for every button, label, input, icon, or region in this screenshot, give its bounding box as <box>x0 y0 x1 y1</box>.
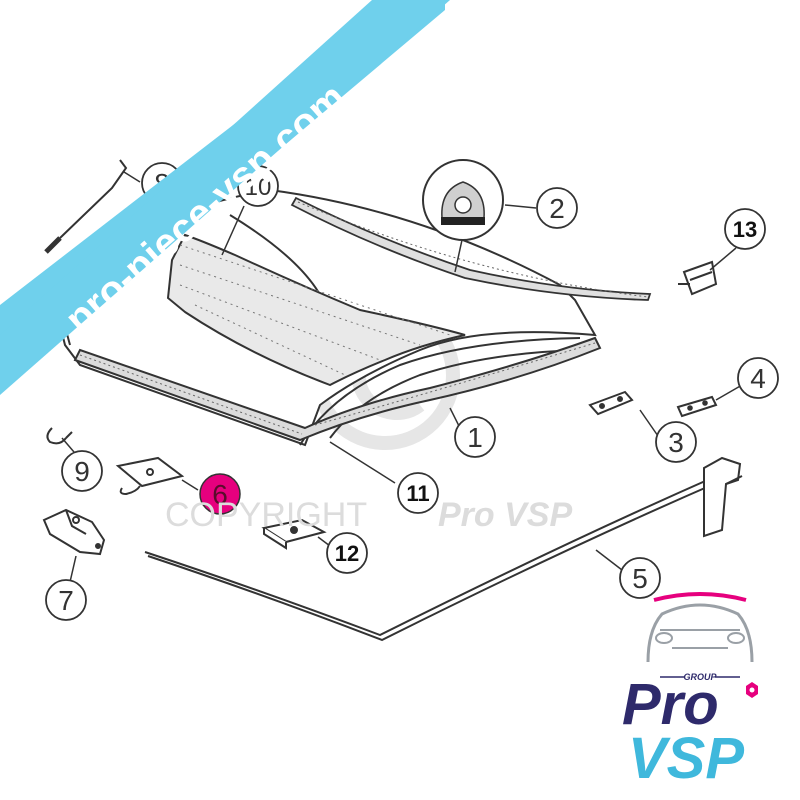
callout-2-label: 2 <box>549 193 565 224</box>
callout-6: 6 <box>199 473 241 515</box>
callout-5: 5 <box>619 557 661 599</box>
latch-bracket-part <box>588 390 634 416</box>
callout-3-label: 3 <box>668 427 684 458</box>
insulation-pad <box>166 233 466 387</box>
callout-4-label: 4 <box>750 363 766 394</box>
car-front-icon <box>646 592 754 663</box>
release-cable <box>144 477 715 642</box>
callout-5-label: 5 <box>632 563 648 594</box>
callout-6-label: 6 <box>212 479 228 510</box>
safety-hook-part <box>46 427 73 445</box>
hood-lock-part <box>42 508 106 556</box>
logo-pro-text: Pro <box>622 672 719 737</box>
release-handle <box>703 456 743 538</box>
callout-1-label: 1 <box>467 422 483 453</box>
callout-7-label: 7 <box>58 585 74 616</box>
callout-12-label: 12 <box>335 541 359 566</box>
rubber-pad-part <box>261 518 327 550</box>
seal-cross-section-detail <box>422 159 504 241</box>
rear-seal-strip <box>290 196 652 301</box>
callout-3: 3 <box>655 421 697 463</box>
logo-group-text: GROUP <box>683 672 717 682</box>
watermark-copyright-text: COPYRIGHT <box>165 496 367 534</box>
callout-12: 12 <box>326 532 368 574</box>
callout-11-label: 11 <box>406 481 429 506</box>
copyright-watermark: COPYRIGHT Pro VSP <box>165 496 572 534</box>
small-plate-part <box>676 395 718 418</box>
provsp-logo: GROUP Pro VSP <box>622 592 758 791</box>
latch-plate-part <box>115 456 185 496</box>
front-seal-strip <box>73 336 602 442</box>
callout-4: 4 <box>737 357 779 399</box>
leader-lines <box>61 171 743 583</box>
watermark-brand-text: Pro VSP <box>438 496 572 534</box>
callout-13-label: 13 <box>733 217 757 242</box>
callout-13: 13 <box>724 208 766 250</box>
callout-7: 7 <box>45 579 87 621</box>
logo-vsp-text: VSP <box>628 726 744 791</box>
callout-9: 9 <box>61 450 103 492</box>
callout-11: 11 <box>397 472 439 514</box>
callout-2: 2 <box>536 187 578 229</box>
callout-9-label: 9 <box>74 456 90 487</box>
hood-clip-part <box>678 260 718 296</box>
hood-stay-rod <box>44 159 128 254</box>
callout-1: 1 <box>454 416 496 458</box>
callout-10-label: 10 <box>245 174 272 201</box>
